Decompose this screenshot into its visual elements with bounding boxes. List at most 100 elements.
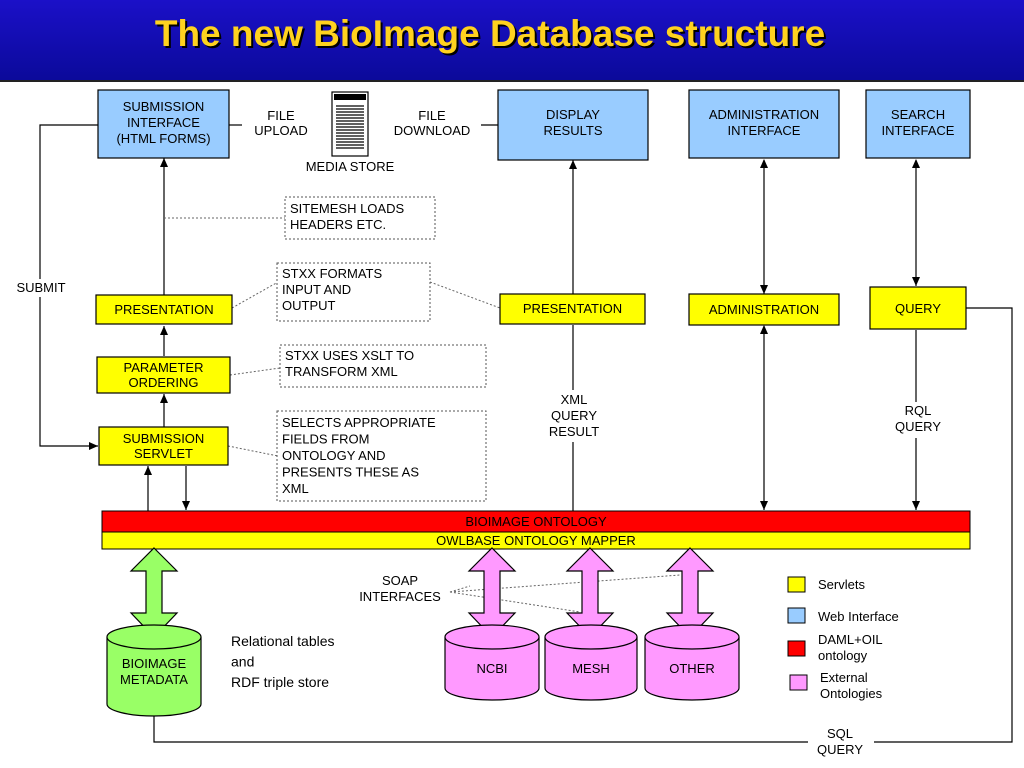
text-line: PRESENTATION bbox=[523, 301, 622, 316]
text-line: RQL bbox=[905, 403, 932, 418]
text-line: QUERY bbox=[551, 408, 597, 423]
text-line: PRESENTATION bbox=[114, 302, 213, 317]
text-line: SELECTS APPROPRIATE bbox=[282, 415, 436, 430]
text-line: (HTML FORMS) bbox=[116, 131, 210, 146]
text-line: SOAP bbox=[382, 573, 418, 588]
text-line: FIELDS FROM bbox=[282, 432, 369, 447]
presentation-left-box[interactable]: PRESENTATION bbox=[95, 294, 233, 325]
media-store-text: MEDIA STORE bbox=[306, 159, 395, 174]
text-line: QUERY bbox=[895, 301, 941, 316]
submit-label: SUBMIT bbox=[8, 279, 74, 297]
text-line: SUBMISSION bbox=[123, 431, 205, 446]
text-line: ADMINISTRATION bbox=[709, 302, 819, 317]
text-line: and bbox=[231, 654, 254, 670]
text-line: FILE bbox=[267, 108, 295, 123]
text-line: QUERY bbox=[817, 742, 863, 757]
administration-box[interactable]: ADMINISTRATION bbox=[688, 293, 840, 326]
other-fat-arrow bbox=[665, 547, 715, 638]
text-line: ADMINISTRATION bbox=[709, 107, 819, 122]
text-line: SUBMISSION bbox=[123, 99, 205, 114]
other-label: OTHER bbox=[669, 661, 715, 676]
query-label: QUERY bbox=[895, 301, 941, 316]
text-line: ONTOLOGY AND bbox=[282, 448, 386, 463]
text-line: TRANSFORM XML bbox=[285, 364, 398, 379]
text-line: ontology bbox=[818, 648, 868, 663]
text-line: Ontologies bbox=[820, 686, 883, 701]
text-line: Servlets bbox=[818, 577, 865, 592]
pointer-soap-ncbi bbox=[449, 585, 471, 593]
text-line: External bbox=[820, 670, 868, 685]
text-line: SITEMESH LOADS bbox=[290, 201, 404, 216]
text-line: SQL bbox=[827, 726, 853, 741]
text-line: INTERFACE bbox=[882, 123, 955, 138]
note-pointers bbox=[164, 217, 681, 613]
text-line: DOWNLOAD bbox=[394, 123, 471, 138]
line-sql-query bbox=[153, 307, 1013, 743]
text-line: INTERFACE bbox=[728, 123, 801, 138]
text-line: HEADERS ETC. bbox=[290, 217, 386, 232]
legend-web-interface: Web Interface bbox=[787, 607, 899, 624]
metadata-fat-arrow bbox=[129, 547, 179, 638]
text-line: QUERY bbox=[895, 419, 941, 434]
mesh-fat-arrow bbox=[565, 547, 615, 638]
text-line: XML bbox=[561, 392, 588, 407]
ncbi-db[interactable]: NCBI bbox=[444, 624, 540, 701]
text-line: DAML+OIL bbox=[818, 632, 883, 647]
text-line: NCBI bbox=[476, 661, 507, 676]
owlbase-mapper-bar: OWLBASE ONTOLOGY MAPPER bbox=[101, 531, 971, 550]
administration-label: ADMINISTRATION bbox=[709, 302, 819, 317]
text-line: RESULTS bbox=[544, 123, 603, 138]
other-db[interactable]: OTHER bbox=[644, 624, 740, 701]
text-line: STXX FORMATS bbox=[282, 266, 382, 281]
text-line: SEARCH bbox=[891, 107, 945, 122]
pointer-stxx-formats-right bbox=[429, 281, 501, 309]
text-line: INTERFACES bbox=[359, 589, 441, 604]
page-title: The new BioImage Database structure bbox=[154, 13, 826, 54]
text-line: XML bbox=[282, 481, 309, 496]
text-line: ORDERING bbox=[128, 375, 198, 390]
text-line: STXX USES XSLT TO bbox=[285, 348, 414, 363]
legend-servlets: Servlets bbox=[787, 576, 865, 593]
mesh-db[interactable]: MESH bbox=[544, 624, 638, 701]
text-line: PARAMETER bbox=[124, 360, 204, 375]
presentation-right-label: PRESENTATION bbox=[523, 301, 622, 316]
text-line: OUTPUT bbox=[282, 298, 336, 313]
owlbase-mapper-text: OWLBASE ONTOLOGY MAPPER bbox=[436, 533, 636, 548]
text-line: Relational tables bbox=[231, 633, 335, 649]
query-box[interactable]: QUERY bbox=[869, 286, 967, 330]
presentation-right-box[interactable]: PRESENTATION bbox=[499, 293, 646, 325]
text-line: RDF triple store bbox=[231, 674, 329, 690]
text-line: PRESENTS THESE AS bbox=[282, 465, 419, 480]
mesh-label: MESH bbox=[572, 661, 610, 676]
legend-servlets-text: Servlets bbox=[818, 577, 865, 592]
